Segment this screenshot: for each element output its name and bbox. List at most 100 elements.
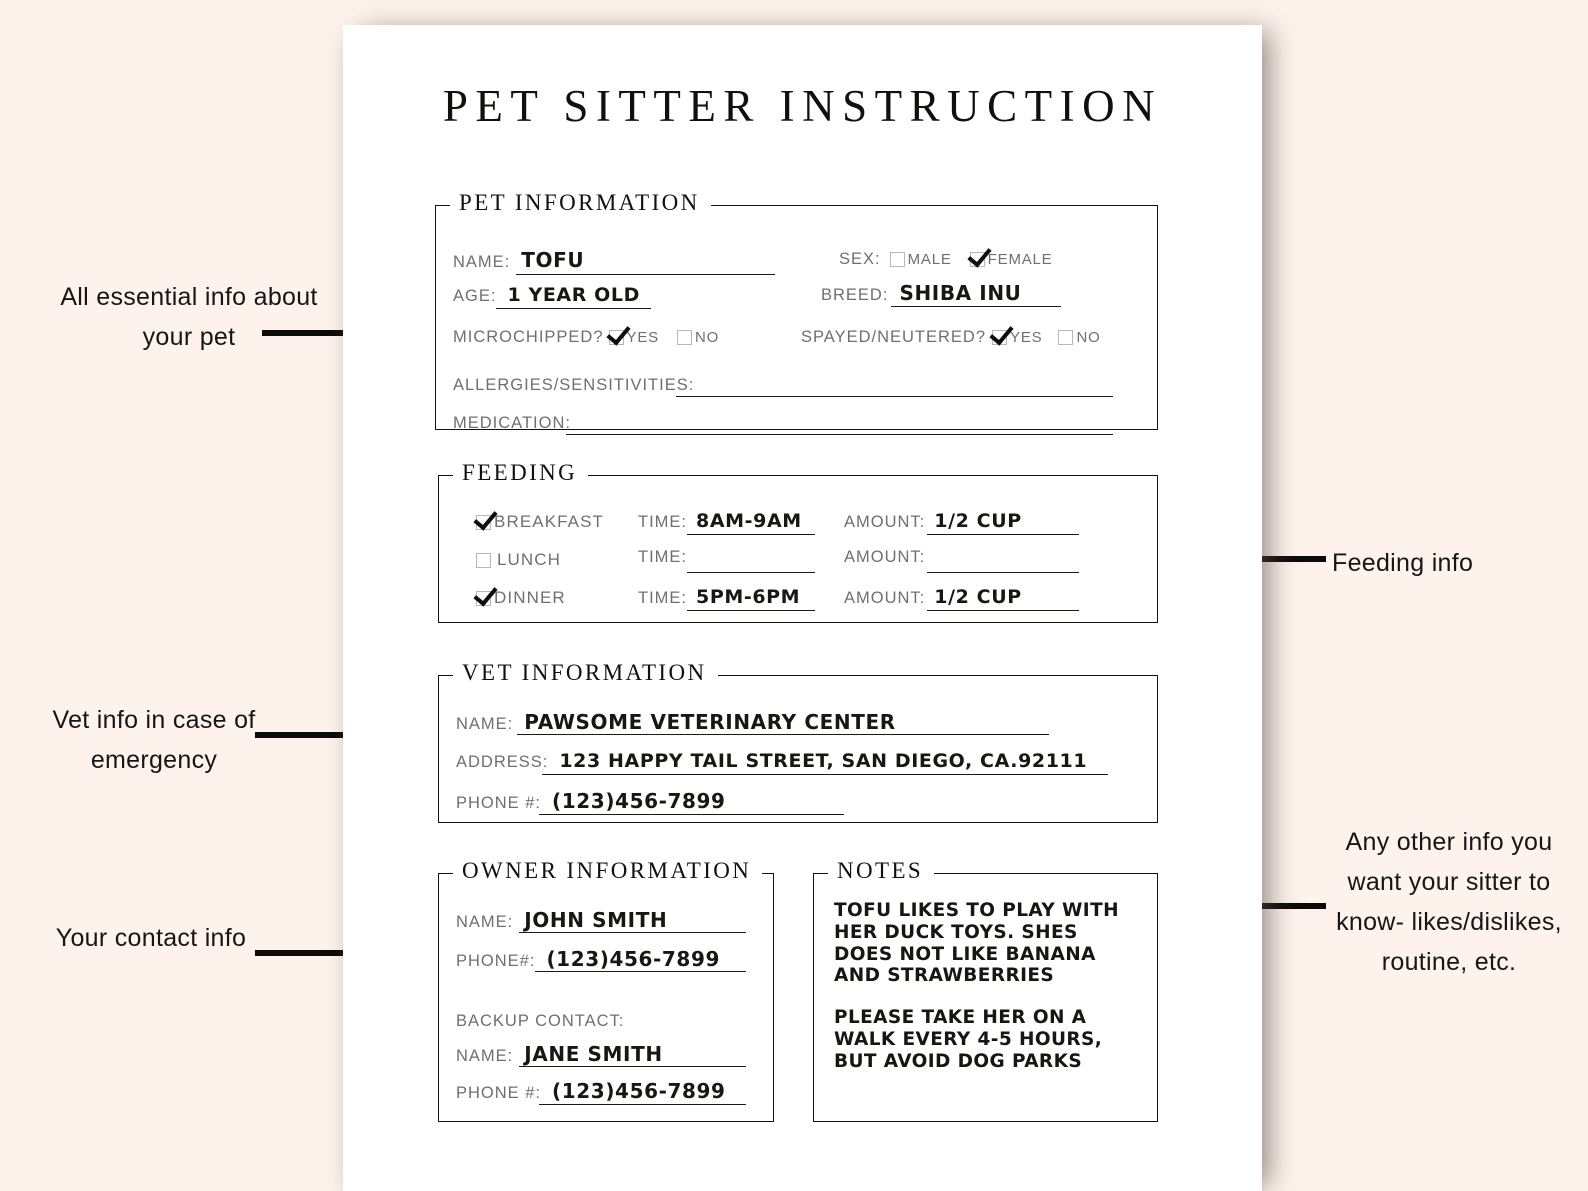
breakfast-time-rule [687, 534, 815, 535]
section-notes-legend: NOTES [828, 859, 935, 882]
feeding-row-breakfast[interactable]: BREAKFAST [476, 512, 604, 532]
feeding-breakfast-amount[interactable]: AMOUNT: 1/2 CUP [844, 510, 1022, 532]
feeding-breakfast-time[interactable]: TIME: 8AM-9AM [638, 510, 802, 532]
section-notes: NOTES TOFU LIKES TO PLAY WITH HER DUCK T… [813, 859, 1158, 1122]
lunch-time-rule [687, 572, 815, 573]
annotation-vet-text: Vet info in case of emergency [52, 706, 256, 774]
allergies-rule [676, 396, 1113, 397]
feeding-lunch-time[interactable]: TIME: [638, 548, 696, 567]
dinner-time-label: TIME: [638, 589, 687, 607]
checkbox-microchipped-no-label: NO [694, 329, 720, 346]
field-medication[interactable]: MEDICATION: [453, 414, 582, 433]
field-vet-phone[interactable]: PHONE #: (123)456-7899 [456, 789, 726, 813]
checkbox-dinner[interactable] [476, 590, 491, 606]
lunch-time-label: TIME: [638, 548, 687, 566]
field-pet-breed[interactable]: BREED: SHIBA INU [821, 281, 1022, 305]
owner-name-rule [519, 932, 746, 933]
field-backup-phone[interactable]: PHONE #: (123)456-7899 [456, 1079, 726, 1103]
section-owner-information-legend: OWNER INFORMATION [453, 859, 763, 882]
vet-name-value: PAWSOME VETERINARY CENTER [524, 710, 896, 734]
notes-spacer [834, 987, 1142, 1007]
pet-name-rule [516, 274, 775, 275]
checkbox-sex-male[interactable] [889, 252, 905, 267]
checkbox-spayed-yes[interactable] [992, 330, 1008, 345]
allergies-label: ALLERGIES/SENSITIVITIES: [453, 376, 695, 394]
owner-phone-rule [535, 971, 746, 972]
vet-phone-rule [539, 814, 844, 815]
vet-phone-label: PHONE #: [456, 794, 542, 812]
field-vet-name[interactable]: NAME: PAWSOME VETERINARY CENTER [456, 710, 896, 734]
annotation-pet-text: All essential info about your pet [60, 283, 318, 351]
field-pet-name[interactable]: NAME: TOFU [453, 248, 584, 272]
pet-age-value: 1 YEAR OLD [507, 284, 640, 306]
field-owner-name[interactable]: NAME: JOHN SMITH [456, 908, 667, 932]
field-microchipped[interactable]: MICROCHIPPED? YES NO [453, 328, 719, 347]
pet-name-value: TOFU [521, 248, 585, 272]
vet-name-label: NAME: [456, 715, 514, 733]
dinner-time-rule [687, 610, 815, 611]
vet-address-label: ADDRESS: [456, 753, 549, 771]
backup-contact-label: BACKUP CONTACT: [456, 1012, 625, 1030]
breakfast-time-label: TIME: [638, 513, 687, 531]
feeding-row-lunch[interactable]: LUNCH [476, 550, 561, 570]
section-vet-information: VET INFORMATION NAME: PAWSOME VETERINARY… [438, 661, 1158, 823]
section-owner-information: OWNER INFORMATION NAME: JOHN SMITH PHONE… [438, 859, 774, 1122]
pet-breed-label: BREED: [821, 286, 889, 304]
arrow-shaft [255, 732, 396, 738]
dinner-amount-label: AMOUNT: [844, 589, 926, 607]
checkbox-sex-female[interactable] [969, 252, 985, 267]
page-title: PET SITTER INSTRUCTION [442, 81, 1163, 131]
field-owner-phone[interactable]: PHONE#: (123)456-7899 [456, 947, 720, 971]
checkbox-breakfast-label: BREAKFAST [494, 512, 605, 531]
pet-breed-rule [891, 306, 1061, 307]
field-vet-address[interactable]: ADDRESS: 123 HAPPY TAIL STREET, SAN DIEG… [456, 750, 1087, 772]
annotation-notes-text: Any other info you want your sitter to k… [1336, 828, 1562, 976]
notes-paragraph: PLEASE TAKE HER ON A WALK EVERY 4-5 HOUR… [834, 1007, 1103, 1072]
checkbox-lunch[interactable] [476, 552, 491, 568]
feeding-lunch-amount[interactable]: AMOUNT: [844, 548, 934, 567]
field-spayed-neutered[interactable]: SPAYED/NEUTERED? YES NO [801, 328, 1101, 347]
form-page: PET SITTER INSTRUCTION PET INFORMATION N… [343, 25, 1262, 1191]
pet-age-label: AGE: [453, 287, 497, 305]
field-allergies[interactable]: ALLERGIES/SENSITIVITIES: [453, 376, 705, 395]
notes-body[interactable]: TOFU LIKES TO PLAY WITH HER DUCK TOYS. S… [834, 900, 1142, 1073]
spayed-label: SPAYED/NEUTERED? [801, 328, 987, 346]
vet-name-rule [517, 734, 1049, 735]
field-backup-name[interactable]: NAME: JANE SMITH [456, 1042, 663, 1066]
checkbox-spayed-no[interactable] [1058, 330, 1074, 345]
notes-paragraph: TOFU LIKES TO PLAY WITH HER DUCK TOYS. S… [834, 900, 1119, 987]
checkbox-breakfast[interactable] [476, 514, 491, 530]
annotation-owner-text: Your contact info [55, 924, 247, 952]
checkbox-dinner-label: DINNER [494, 588, 566, 607]
backup-name-value: JANE SMITH [524, 1042, 663, 1066]
checkbox-microchipped-yes[interactable] [608, 330, 624, 345]
owner-name-value: JOHN SMITH [524, 908, 668, 932]
pet-name-label: NAME: [453, 253, 511, 271]
section-pet-information: PET INFORMATION NAME: TOFU SEX: MALE FEM… [435, 191, 1158, 435]
field-pet-age[interactable]: AGE: 1 YEAR OLD [453, 284, 640, 306]
backup-name-label: NAME: [456, 1047, 514, 1065]
backup-phone-label: PHONE #: [456, 1084, 542, 1102]
backup-phone-rule [539, 1104, 746, 1105]
feeding-row-dinner[interactable]: DINNER [476, 588, 566, 608]
pet-age-rule [496, 308, 651, 309]
annotation-feeding-text: Feeding info [1332, 549, 1474, 577]
checkbox-microchipped-yes-label: YES [626, 329, 659, 346]
checkbox-spayed-yes-label: YES [1010, 329, 1043, 346]
field-pet-sex[interactable]: SEX: MALE FEMALE [839, 250, 1053, 269]
microchipped-label: MICROCHIPPED? [453, 328, 604, 346]
breakfast-amount-rule [927, 534, 1079, 535]
breakfast-amount-value: 1/2 CUP [934, 510, 1022, 532]
dinner-time-value: 5PM-6PM [696, 586, 801, 608]
feeding-dinner-time[interactable]: TIME: 5PM-6PM [638, 586, 800, 608]
arrow-shaft [262, 330, 395, 336]
checkbox-microchipped-no[interactable] [676, 330, 692, 345]
checkbox-sex-female-label: FEMALE [987, 251, 1053, 268]
feeding-dinner-amount[interactable]: AMOUNT: 1/2 CUP [844, 586, 1022, 608]
section-feeding: FEEDING BREAKFAST TIME: 8AM-9AM AMOUNT: … [438, 461, 1158, 623]
section-feeding-legend: FEEDING [453, 461, 589, 484]
breakfast-amount-label: AMOUNT: [844, 513, 926, 531]
dinner-amount-value: 1/2 CUP [934, 586, 1022, 608]
checkbox-lunch-label: LUNCH [497, 550, 562, 569]
pet-sex-label: SEX: [839, 250, 881, 268]
